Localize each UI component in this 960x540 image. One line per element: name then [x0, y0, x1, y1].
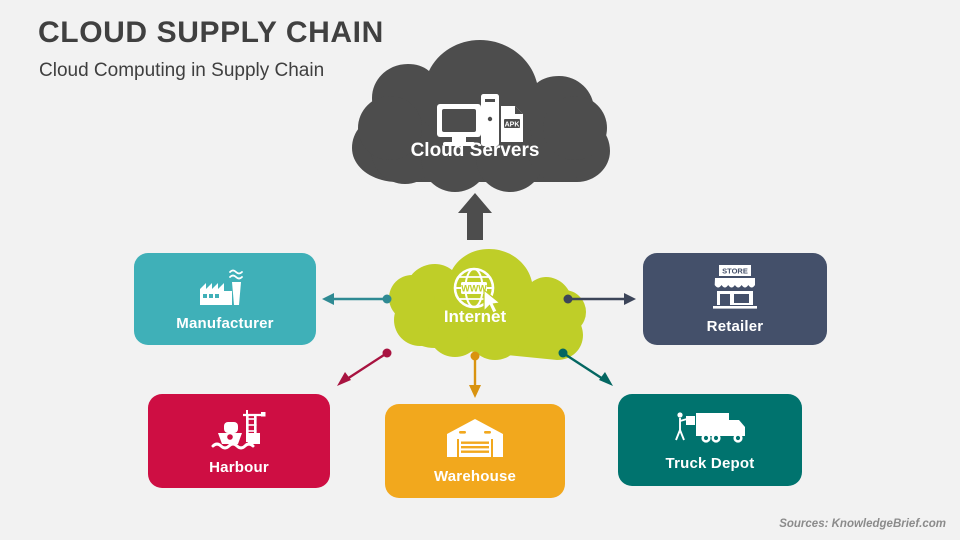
- warehouse-icon: [445, 417, 505, 459]
- factory-icon: [194, 267, 256, 309]
- connector-internet-to-cloud-servers: [458, 193, 492, 240]
- connector-internet-to-warehouse: [469, 351, 481, 398]
- page-title: CLOUD SUPPLY CHAIN: [38, 16, 384, 49]
- node-truckdepot-label: Truck Depot: [665, 455, 755, 472]
- node-manufacturer[interactable]: Manufacturer: [134, 253, 316, 345]
- cloud-servers-label: Cloud Servers: [410, 140, 540, 161]
- store-sign-text: STORE: [722, 266, 748, 275]
- connector-internet-to-truck-depot: [558, 348, 613, 386]
- source-attribution: Sources: KnowledgeBrief.com: [779, 518, 946, 530]
- svg-text:APK: APK: [505, 122, 520, 129]
- connector-internet-to-manufacturer: [322, 293, 392, 305]
- node-warehouse-label: Warehouse: [433, 468, 517, 485]
- node-retailer[interactable]: STORE Retailer: [643, 253, 827, 345]
- node-manufacturer-label: Manufacturer: [176, 314, 274, 332]
- storefront-icon: STORE: [704, 264, 766, 310]
- node-warehouse[interactable]: Warehouse: [385, 404, 565, 498]
- internet-label: Internet: [443, 307, 507, 326]
- server-computer-apk-icon: APK: [437, 94, 523, 146]
- svg-text:WWW: WWW: [461, 284, 487, 294]
- node-truckdepot[interactable]: Truck Depot: [618, 394, 802, 486]
- cloud-servers-shape[interactable]: [352, 40, 610, 192]
- node-harbour[interactable]: Harbour: [148, 394, 330, 488]
- ship-crane-icon: [208, 406, 270, 452]
- globe-www-cursor-icon: WWW: [453, 267, 502, 314]
- connector-internet-to-retailer: [563, 293, 636, 305]
- connector-internet-to-harbour: [337, 348, 392, 386]
- page-subtitle: Cloud Computing in Supply Chain: [39, 60, 325, 81]
- node-harbour-label: Harbour: [209, 459, 269, 476]
- node-retailer-label: Retailer: [706, 317, 764, 335]
- truck-loading-icon: [673, 408, 747, 448]
